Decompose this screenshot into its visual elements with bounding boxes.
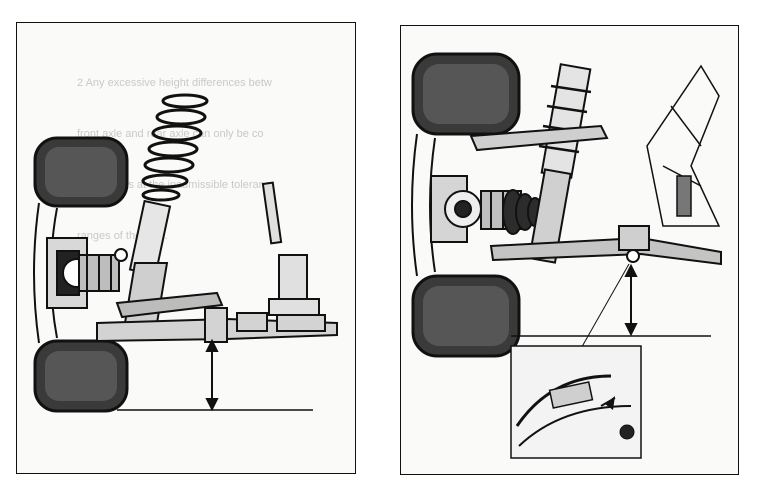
coil-spring — [141, 93, 209, 202]
caption-line: 2 Any excessive height differences betw — [77, 77, 272, 89]
wheel-hub — [33, 202, 120, 344]
front-suspension-figure: 2 Any excessive height differences betw … — [16, 22, 356, 474]
rear-suspension-drawing — [411, 52, 722, 459]
height-arrow — [205, 338, 219, 412]
control-arm — [96, 291, 338, 343]
rear-suspension-figure — [400, 25, 739, 475]
body-frame — [646, 64, 721, 227]
detail-inset — [510, 345, 642, 459]
shock-absorber — [528, 63, 592, 264]
front-suspension-drawing — [33, 93, 338, 413]
tire-lower — [411, 274, 521, 358]
height-arrow — [624, 263, 638, 337]
tire-upper — [33, 136, 129, 208]
tire-upper — [411, 52, 521, 136]
tire-lower — [33, 339, 129, 413]
trailing-arm — [469, 124, 722, 266]
steering-column — [261, 181, 320, 316]
